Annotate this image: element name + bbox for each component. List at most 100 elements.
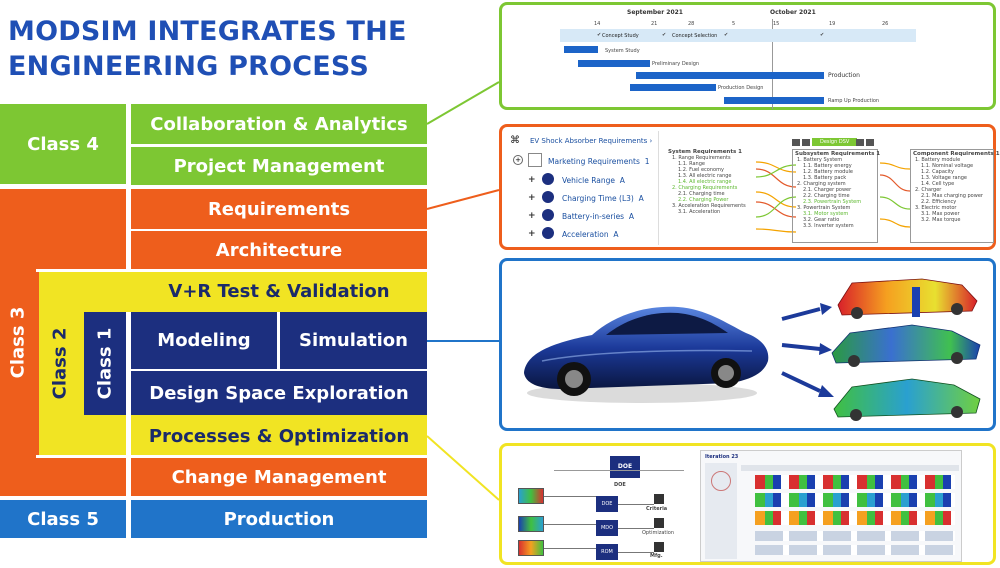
requirements-root-label: EV Shock Absorber Requirements	[530, 137, 648, 145]
subsystem-requirements-title: Subsystem Requirements 1	[795, 151, 881, 157]
requirement-item[interactable]: Charging Time (L3) A	[562, 194, 644, 203]
row-simulation-label: Simulation	[299, 330, 408, 351]
row-processes-label: Processes & Optimization	[148, 425, 410, 447]
thumbnail-grid	[741, 465, 959, 559]
system-line: 1.1. Range	[678, 161, 705, 167]
gantt-task: Concept Selection	[672, 33, 718, 39]
workflow-diagram: DOE DOE DOE MDO ROM Criteria Optimizatio…	[514, 452, 694, 560]
requirement-label: Vehicle Range	[562, 176, 615, 185]
requirements-root[interactable]: EV Shock Absorber Requirements ›	[530, 137, 653, 145]
component-requirements-title: Component Requirements 1	[913, 151, 1000, 157]
milestone-check-icon: ✔	[597, 32, 602, 38]
requirement-label: Acceleration	[562, 230, 609, 239]
connector-green	[426, 81, 500, 125]
requirement-label: Battery-in-series	[562, 212, 625, 221]
requirement-item[interactable]: Acceleration A	[562, 230, 619, 239]
title-line-1: MODSIM INTEGRATES THE	[8, 16, 407, 47]
requirement-tag: A	[613, 230, 619, 239]
row-project-management: Project Management	[131, 147, 427, 185]
rom-node[interactable]: ROM	[596, 544, 618, 560]
grid-header	[741, 465, 959, 471]
subsystem-requirements-list: Subsystem Requirements 1 1. Battery Syst…	[792, 149, 881, 243]
connector	[544, 524, 596, 525]
divider	[36, 455, 427, 458]
row-modeling-label: Modeling	[157, 330, 251, 351]
requirement-item[interactable]: Battery-in-series A	[562, 212, 634, 221]
radar-chart	[711, 471, 731, 491]
doe-node[interactable]: DOE	[596, 496, 618, 512]
row-dse-label: Design Space Exploration	[149, 382, 409, 404]
expand-icon[interactable]: +	[528, 211, 536, 221]
design-tab[interactable]: Design DSV	[812, 138, 858, 146]
component-line: 2.2. Efficiency	[921, 199, 957, 205]
divider	[126, 312, 131, 415]
result-row	[755, 475, 955, 489]
divider	[131, 229, 427, 231]
expand-icon[interactable]: +	[528, 193, 536, 203]
row-architecture: Architecture	[131, 231, 427, 269]
gantt-bar	[724, 97, 824, 104]
model-thumbnail	[518, 540, 544, 556]
output-node[interactable]	[654, 518, 664, 528]
expand-icon[interactable]: +	[513, 155, 523, 165]
marketing-count: 1	[644, 157, 650, 166]
component-line: 1.3. Voltage range	[921, 175, 968, 181]
connector	[544, 548, 596, 549]
expand-icon[interactable]: +	[528, 175, 536, 185]
requirement-icon	[542, 227, 554, 239]
subsystem-line: 3.3. Inverter system	[803, 223, 854, 229]
marketing-label: Marketing Requirements	[548, 157, 640, 166]
component-requirements-list: Component Requirements 1 1. Battery modu…	[910, 149, 1000, 243]
divider	[131, 369, 427, 371]
gantt-task: Production	[828, 72, 860, 79]
subsystem-line: 3.1. Motor system	[803, 211, 849, 217]
output-node[interactable]	[654, 542, 664, 552]
row-vr-test-validation: V+R Test & Validation	[131, 272, 427, 310]
requirement-tag: A	[638, 194, 644, 203]
fea-body-side	[831, 324, 981, 367]
requirements-panel: ⌘ EV Shock Absorber Requirements › + Mar…	[499, 124, 1000, 250]
system-line: 3.1. Acceleration	[678, 209, 721, 215]
today-line	[772, 19, 773, 109]
component-line: 1. Battery module	[915, 157, 961, 163]
result-row	[755, 531, 955, 541]
system-requirements-title: System Requirements 1	[668, 149, 742, 155]
requirement-icon	[542, 209, 554, 221]
gantt-bar	[630, 84, 716, 91]
requirement-icon	[542, 173, 554, 185]
nav-icon[interactable]	[792, 139, 800, 146]
subsystem-line: 1.2. Battery module	[803, 169, 853, 175]
row-collaboration-analytics: Collaboration & Analytics	[131, 104, 427, 144]
connector	[544, 496, 596, 497]
output-node[interactable]	[654, 494, 664, 504]
expand-icon[interactable]: +	[528, 229, 536, 239]
day-label: 28	[688, 21, 695, 27]
nav-icon[interactable]	[856, 139, 864, 146]
month-label: October 2021	[770, 9, 816, 16]
nav-icon[interactable]	[802, 139, 810, 146]
class-4-label: Class 4	[27, 133, 99, 155]
hierarchy-icon: ⌘	[510, 135, 520, 146]
component-line: 2.1. Max charging power	[921, 193, 983, 199]
row-project-label: Project Management	[173, 155, 385, 177]
criteria-label: Criteria	[646, 506, 668, 512]
model-thumbnail	[518, 488, 544, 504]
row-architecture-label: Architecture	[215, 239, 343, 261]
mdo-node[interactable]: MDO	[596, 520, 618, 536]
nav-icon[interactable]	[866, 139, 874, 146]
component-line: 1.1. Nominal voltage	[921, 163, 974, 169]
day-label: 14	[594, 21, 601, 27]
marketing-requirements[interactable]: Marketing Requirements 1	[548, 157, 649, 166]
fea-body-frame	[837, 278, 978, 319]
arrow-icons	[781, 303, 834, 397]
day-label: 21	[651, 21, 658, 27]
title-line-2: ENGINEERING PROCESS	[8, 51, 369, 82]
subsystem-line: 2.2. Charging time	[803, 193, 850, 199]
row-design-space-exploration: Design Space Exploration	[131, 371, 427, 415]
day-label: 5	[732, 21, 736, 27]
requirement-item[interactable]: Vehicle Range A	[562, 176, 625, 185]
page-title: MODSIM INTEGRATES THE ENGINEERING PROCES…	[8, 14, 428, 84]
system-requirements-list: System Requirements 1 1. Range Requireme…	[668, 149, 758, 243]
doe-block[interactable]: DOE	[610, 456, 640, 478]
